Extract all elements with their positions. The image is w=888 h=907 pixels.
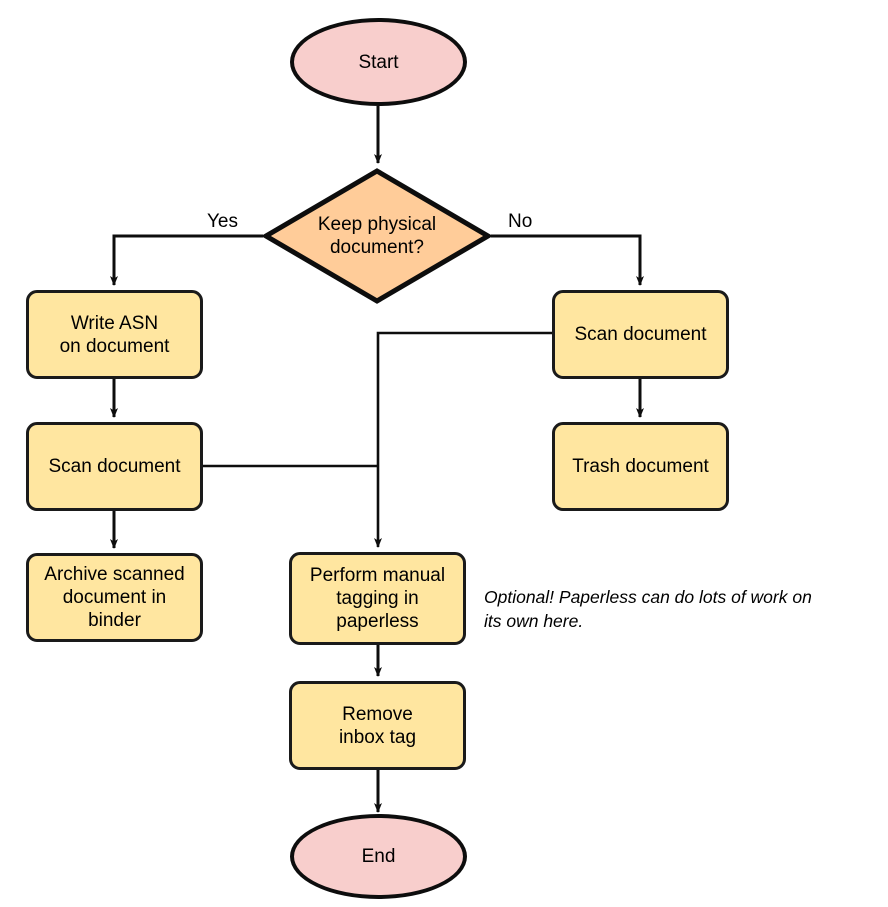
node-write-asn-on-document-label: Write ASN on document (60, 312, 170, 358)
decision-label-line-1: Keep physical (317, 214, 437, 235)
manual-tagging-label-line-1: Perform manual (309, 565, 446, 586)
archive-label-line-1: Archive scanned (44, 564, 185, 585)
node-scan-document-right[interactable]: Scan document (552, 290, 729, 379)
node-archive-scanned-document-in-binder-label: Archive scanned document in binder (44, 563, 184, 632)
node-perform-manual-tagging-label: Perform manual tagging in paperless (310, 564, 445, 633)
node-scan-document-left[interactable]: Scan document (26, 422, 203, 511)
manual-tagging-label-line-3: paperless (336, 611, 419, 632)
manual-tagging-label-line-2: tagging in (336, 588, 419, 609)
annotation-line-1: Optional! Paperless can do lots of work … (484, 587, 812, 607)
remove-inbox-label-line-2: inbox tag (338, 726, 417, 748)
node-perform-manual-tagging-in-paperless[interactable]: Perform manual tagging in paperless (289, 552, 466, 645)
annotation-line-2: its own here. (484, 611, 584, 631)
node-end-label: End (361, 846, 396, 867)
node-archive-scanned-document-in-binder[interactable]: Archive scanned document in binder (26, 553, 203, 642)
archive-label-line-2: document in (62, 587, 167, 608)
remove-inbox-label-line-1: Remove (342, 703, 413, 725)
node-end[interactable]: End (290, 814, 467, 899)
node-scan-document-left-label: Scan document (48, 456, 181, 477)
diamond-shape-icon (263, 168, 491, 304)
node-remove-inbox-tag[interactable]: Remove inbox tag (289, 681, 466, 770)
write-asn-label-line-2: on document (59, 335, 170, 357)
edge-decision-yes-to-write-asn (110, 234, 263, 286)
annotation-optional-note: Optional! Paperless can do lots of work … (484, 585, 884, 633)
node-trash-document[interactable]: Trash document (552, 422, 729, 511)
edge-decision-no-to-scan-right (491, 234, 644, 286)
node-remove-inbox-tag-label: Remove inbox tag (339, 703, 416, 749)
edge-label-no: No (508, 211, 533, 232)
edge-label-yes: Yes (207, 211, 238, 232)
node-scan-document-right-label: Scan document (574, 324, 707, 345)
write-asn-label-line-1: Write ASN (70, 312, 159, 334)
node-trash-document-label: Trash document (572, 456, 709, 477)
node-write-asn-on-document[interactable]: Write ASN on document (26, 290, 203, 379)
node-keep-physical-document[interactable]: Keep physical document? (263, 168, 491, 304)
edge-scan-right-to-manual-tagging (374, 331, 552, 548)
node-keep-physical-document-label: Keep physical document? (300, 213, 454, 259)
node-start[interactable]: Start (290, 18, 467, 106)
node-start-label: Start (358, 51, 399, 73)
archive-label-line-3: binder (88, 610, 141, 631)
decision-label-line-2: document? (329, 237, 424, 258)
